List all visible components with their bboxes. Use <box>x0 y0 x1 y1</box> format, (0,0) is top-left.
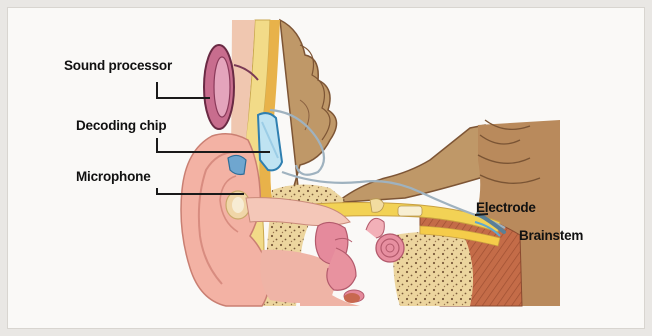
label-microphone: Microphone <box>76 169 151 184</box>
brain-tissue <box>280 20 490 205</box>
label-brainstem: Brainstem <box>519 228 583 243</box>
label-decoding-chip: Decoding chip <box>76 118 166 133</box>
label-electrode: Electrode <box>476 200 536 215</box>
label-sound-processor: Sound processor <box>64 58 172 73</box>
sound-processor-leader <box>157 82 210 98</box>
decoding-chip-shape <box>258 113 282 170</box>
